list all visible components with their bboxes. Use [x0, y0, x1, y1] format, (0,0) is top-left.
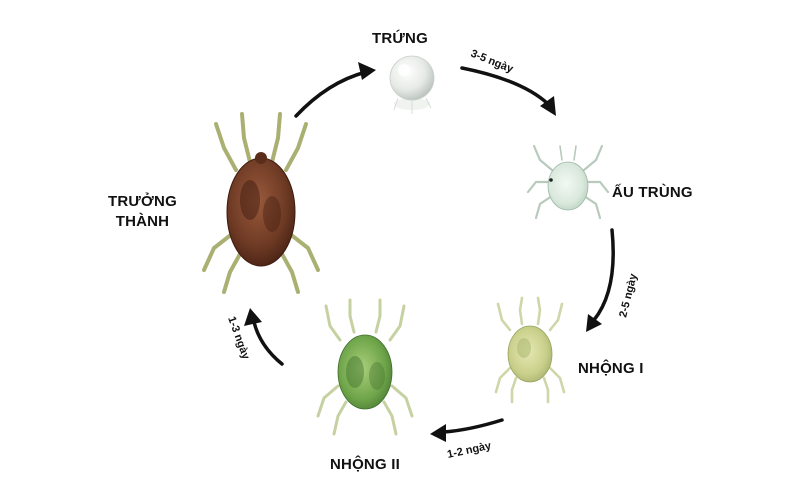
- nymph1-body: [507, 325, 553, 383]
- arrowhead-larva: [540, 96, 556, 116]
- duration-nymph1-to-nymph2: 1-2 ngày: [446, 440, 493, 461]
- larva-body: [547, 161, 589, 211]
- adult-body: [226, 157, 296, 267]
- label-adult: TRƯỞNG THÀNH: [108, 192, 177, 232]
- nymph2-body: [337, 334, 393, 410]
- label-nymph-1: NHỘNG I: [578, 360, 644, 377]
- label-larva: ẤU TRÙNG: [612, 184, 693, 201]
- arrowhead-adult: [244, 308, 262, 326]
- arrow-larva-to-nymph1: [592, 228, 615, 322]
- adult-head: [255, 152, 267, 164]
- label-nymph-2: NHỘNG II: [330, 456, 400, 473]
- arrow-nymph1-to-nymph2: [442, 418, 504, 434]
- duration-larva-to-nymph1: 2-5 ngày: [617, 272, 640, 319]
- label-egg: TRỨNG: [372, 30, 428, 47]
- label-adult-line2: THÀNH: [115, 213, 170, 230]
- arrowhead-egg: [358, 62, 376, 80]
- mite-larva-image: [526, 144, 610, 220]
- arrowhead-nymph1: [586, 314, 602, 332]
- arrowhead-nymph2: [430, 424, 446, 442]
- mite-nymph-1-image: [494, 296, 566, 404]
- mite-adult-image: [202, 112, 320, 294]
- label-adult-line1: TRƯỞNG: [108, 193, 177, 210]
- larva-eye: [549, 178, 553, 182]
- arrow-egg-to-larva: [460, 66, 550, 106]
- mite-egg-image: [389, 55, 435, 114]
- arrow-adult-to-egg: [294, 70, 368, 118]
- mite-nymph-2-image: [316, 298, 414, 436]
- arrow-nymph2-to-adult: [252, 320, 284, 366]
